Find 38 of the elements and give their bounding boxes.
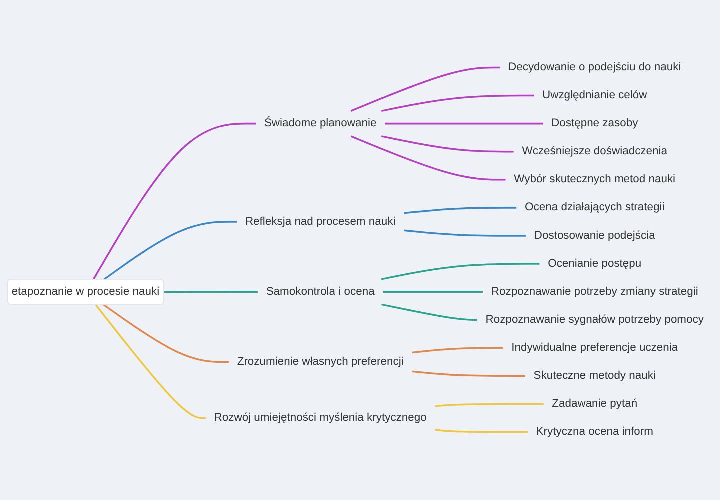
node-text: Skuteczne metody nauki: [534, 370, 656, 382]
connector: [404, 207, 517, 214]
node-text: Krytyczna ocena inform: [536, 426, 654, 438]
node-text: Rozpoznawanie sygnałów potrzeby pomocy: [486, 314, 704, 326]
connector: [435, 429, 528, 434]
node-text: Dostępne zasoby: [552, 118, 638, 130]
node-text: Refleksja nad procesem nauki: [245, 216, 396, 228]
node-text: Rozpoznawanie potrzeby zmiany strategii: [491, 286, 698, 298]
connector: [404, 230, 526, 237]
node-text: Indywidualne preferencje uczenia: [512, 342, 678, 354]
node-text: Decydowanie o podejściu do nauki: [508, 61, 682, 74]
connector: [103, 221, 238, 280]
node-text: Wybór skutecznych metod nauki: [514, 174, 676, 186]
connector: [412, 347, 504, 354]
connector: [92, 122, 256, 280]
node-text: Ocena działających strategii: [525, 202, 665, 214]
connector: [164, 291, 258, 294]
connector: [381, 263, 540, 280]
connector: [381, 94, 534, 112]
node-text: Świadome planowanie: [264, 118, 377, 130]
connector: [435, 403, 544, 408]
connector: [95, 304, 206, 420]
node-text: Dostosowanie podejścia: [534, 230, 656, 242]
connector: [381, 304, 478, 321]
node-text: Zadawanie pytań: [552, 398, 638, 410]
connector: [350, 136, 506, 181]
node-text: Rozwój umiejętności myślenia krytycznego: [214, 412, 427, 424]
node-text: Ocenianie postępu: [548, 258, 642, 270]
connector: [385, 122, 544, 125]
connector: [383, 291, 483, 293]
node-text: Uwzględnianie celów: [542, 89, 648, 102]
connector: [381, 136, 514, 153]
connector: [350, 66, 500, 112]
connector: [412, 370, 526, 378]
node-text: Zrozumienie własnych preferencji: [237, 356, 404, 368]
node-text: Samokontrola i ocena: [266, 286, 375, 298]
connector: [103, 304, 229, 364]
node-text: Wcześniejsze doświadczenia: [522, 146, 668, 158]
